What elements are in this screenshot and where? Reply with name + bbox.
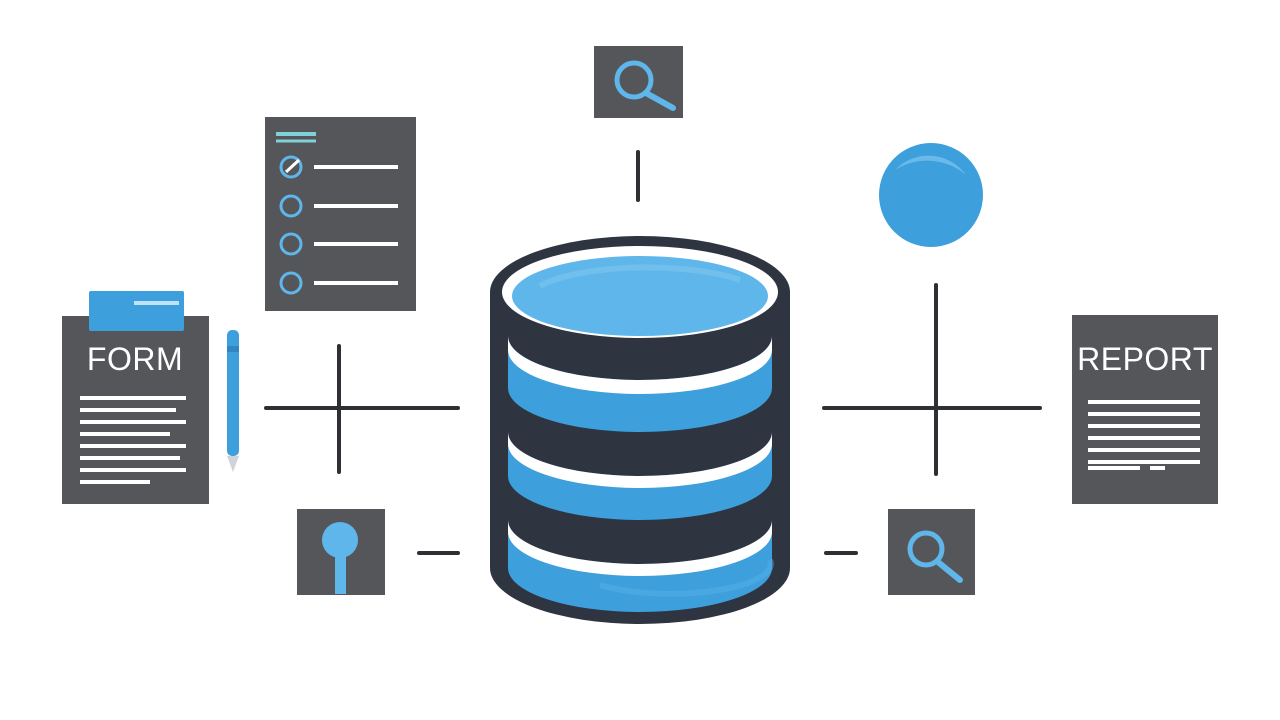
pen-icon <box>227 330 239 472</box>
database-icon <box>490 236 790 624</box>
report-document: REPORT <box>1072 315 1218 504</box>
keyhole-icon <box>297 509 385 595</box>
magnifier-icon <box>888 509 975 595</box>
globe-icon <box>879 143 983 247</box>
form-label: FORM <box>87 341 183 377</box>
magnifier-icon <box>594 46 683 118</box>
connector-lines <box>264 150 1042 555</box>
checklist-icon <box>265 117 416 311</box>
report-label: REPORT <box>1077 341 1213 377</box>
form-document: FORM <box>62 291 209 504</box>
